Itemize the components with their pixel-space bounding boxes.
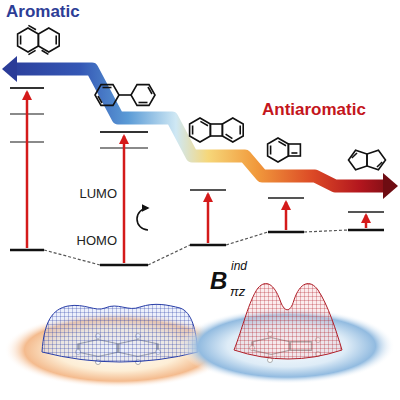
curl-arrow [137, 208, 148, 230]
axis-label: Antiaromatic [262, 101, 366, 118]
lumo-line [190, 189, 226, 191]
pentalene [349, 150, 386, 169]
homo-line [190, 244, 226, 247]
axis-label: Aromatic [6, 3, 80, 20]
field-mesh [234, 284, 342, 359]
orbital-label: HOMO [77, 234, 117, 247]
band-head-right [383, 173, 398, 199]
field-mesh [42, 304, 198, 362]
band-head-left [2, 56, 17, 82]
orbital-levels [10, 88, 384, 265]
level-line [10, 87, 44, 89]
homo-line [10, 249, 44, 252]
lumo-line [100, 131, 148, 133]
aromaticity-band [2, 56, 398, 199]
symbol-main: B [210, 269, 227, 293]
excitation-arrows [27, 92, 366, 263]
lumo-line [268, 197, 304, 199]
lumo-line [348, 211, 384, 213]
naphthalene [18, 25, 60, 54]
homo-line [268, 231, 304, 234]
biphenylene [190, 118, 244, 142]
homo-line [100, 264, 148, 267]
band-body [14, 69, 384, 186]
benzocyclobutadiene [268, 138, 301, 162]
molecule-structures [18, 25, 386, 169]
biphenyl [95, 85, 155, 106]
homo-trend-dashed [44, 230, 348, 265]
symbol-subscript: πz [230, 285, 245, 298]
orbital-label: LUMO [79, 187, 117, 200]
symbol-superscript: ind [231, 260, 247, 272]
antiaromatic-field-plot [179, 284, 395, 384]
homo-line [348, 229, 384, 232]
